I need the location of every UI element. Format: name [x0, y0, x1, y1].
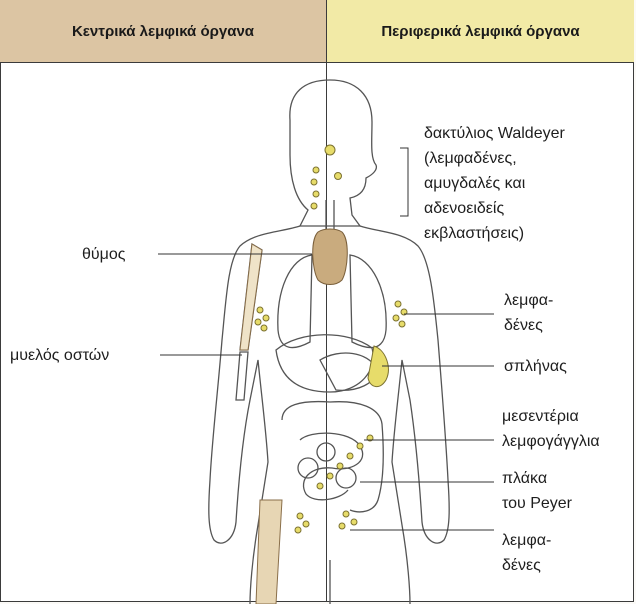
label-peyer-line-1: πλάκα — [502, 466, 572, 491]
label-axillary-line-2: δένες — [504, 313, 553, 338]
label-bone-marrow: μυελός οστών — [10, 343, 109, 368]
label-mesenteric-line-1: μεσεντέρια — [502, 404, 600, 429]
body-outline-right — [360, 226, 449, 604]
label-peyer: πλάκα του Peyer — [502, 466, 572, 516]
label-inguinal-lymph-nodes: λεμφα- δένες — [502, 528, 551, 578]
femur-bone — [256, 500, 282, 604]
liver — [276, 335, 373, 392]
label-spleen: σπλήνας — [504, 354, 567, 379]
label-mesenteric: μεσεντέρια λεμφογάγγλια — [502, 404, 600, 454]
label-waldeyer-line-1: δακτύλιος Waldeyer — [424, 121, 565, 146]
stomach — [320, 353, 376, 390]
label-mesenteric-line-2: λεμφογάγγλια — [502, 429, 600, 454]
label-inguinal-line-1: λεμφα- — [502, 528, 551, 553]
large-intestine — [282, 402, 383, 512]
label-waldeyer-line-2: (λεμφαδένες, — [424, 146, 565, 171]
label-peyer-line-2: του Peyer — [502, 491, 572, 516]
label-waldeyer-line-5: εκβλαστήσεις) — [424, 221, 565, 246]
left-lung — [278, 255, 312, 348]
arm-bone — [240, 244, 262, 350]
label-thymus: θύμος — [82, 242, 125, 267]
thymus — [313, 229, 348, 285]
small-intestine — [300, 433, 363, 500]
label-axillary-lymph-nodes: λεμφα- δένες — [504, 288, 553, 338]
label-waldeyer-line-4: αδενοειδείς — [424, 196, 565, 221]
label-axillary-line-1: λεμφα- — [504, 288, 553, 313]
right-lung — [350, 255, 386, 348]
label-waldeyer: δακτύλιος Waldeyer (λεμφαδένες, αμυγδαλέ… — [424, 121, 565, 246]
label-inguinal-line-2: δένες — [502, 553, 551, 578]
label-waldeyer-line-3: αμυγδαλές και — [424, 171, 565, 196]
